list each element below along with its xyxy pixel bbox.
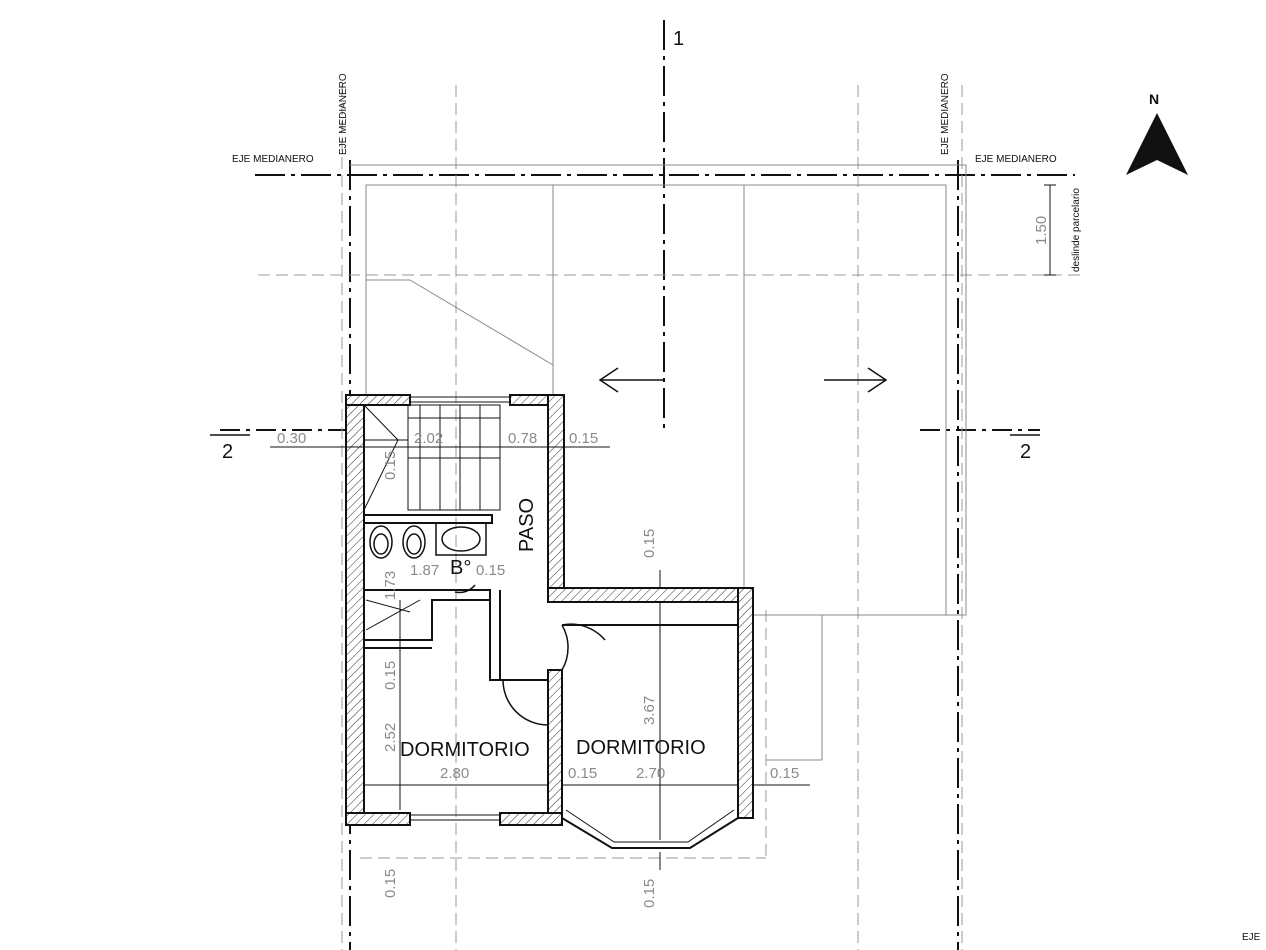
- room-bano: B°: [450, 557, 471, 579]
- section-2-left-label: 2: [222, 441, 233, 463]
- section-arrows: [210, 367, 1040, 436]
- dimension-3-67: 3.67: [641, 696, 658, 725]
- dimension-0-15-stair: 0.15: [382, 451, 399, 480]
- dimension-0-15-bottom-center: 0.15: [641, 879, 658, 908]
- eje-corner-label: EJE: [1242, 932, 1261, 943]
- section-2-right-label: 2: [1020, 441, 1031, 463]
- dimension-2-52: 2.52: [382, 723, 399, 752]
- dimension-0-15-top: 0.15: [569, 430, 598, 447]
- dimension-2-02: 2.02: [414, 430, 443, 447]
- dimension-0-15-bano: 0.15: [476, 562, 505, 579]
- dimension-0-30: 0.30: [277, 430, 306, 447]
- walls: [345, 394, 754, 826]
- dimension-0-15-paso: 0.15: [641, 529, 658, 558]
- lot-outline: [350, 164, 967, 761]
- dimension-2-70: 2.70: [636, 765, 665, 782]
- section-1-label: 1: [673, 28, 684, 50]
- doors: [454, 584, 606, 726]
- dimension-0-15-bottom-left: 0.15: [382, 869, 399, 898]
- eje-medianero-left-vertical: EJE MEDIANERO: [338, 73, 349, 155]
- room-dormitorio-right: DORMITORIO: [576, 737, 706, 759]
- interior-walls: [363, 396, 739, 849]
- north-arrow-icon: [1126, 113, 1188, 175]
- deslinde-parcelario-label: deslinde parcelario: [1071, 188, 1082, 272]
- dimension-1-73: 1.73: [382, 571, 399, 600]
- dimension-2-80: 2.80: [440, 765, 469, 782]
- dimension-0-15-right: 0.15: [770, 765, 799, 782]
- dimension-1-87: 1.87: [410, 562, 439, 579]
- north-label: N: [1149, 91, 1159, 107]
- eje-medianero-left-horizontal: EJE MEDIANERO: [232, 154, 314, 165]
- eje-medianero-right-vertical: EJE MEDIANERO: [940, 73, 951, 155]
- dimension-0-15-dorm: 0.15: [568, 765, 597, 782]
- bathroom-fixtures: [369, 522, 487, 559]
- dimension-0-15-left: 0.15: [382, 661, 399, 690]
- dimension-lines: [270, 184, 1056, 870]
- room-dormitorio-left: DORMITORIO: [400, 739, 530, 761]
- dimension-0-78: 0.78: [508, 430, 537, 447]
- room-paso: PASO: [516, 498, 538, 552]
- staircase: [363, 404, 501, 631]
- eje-medianero-right-horizontal: EJE MEDIANERO: [975, 154, 1057, 165]
- dimension-1-50: 1.50: [1033, 216, 1050, 245]
